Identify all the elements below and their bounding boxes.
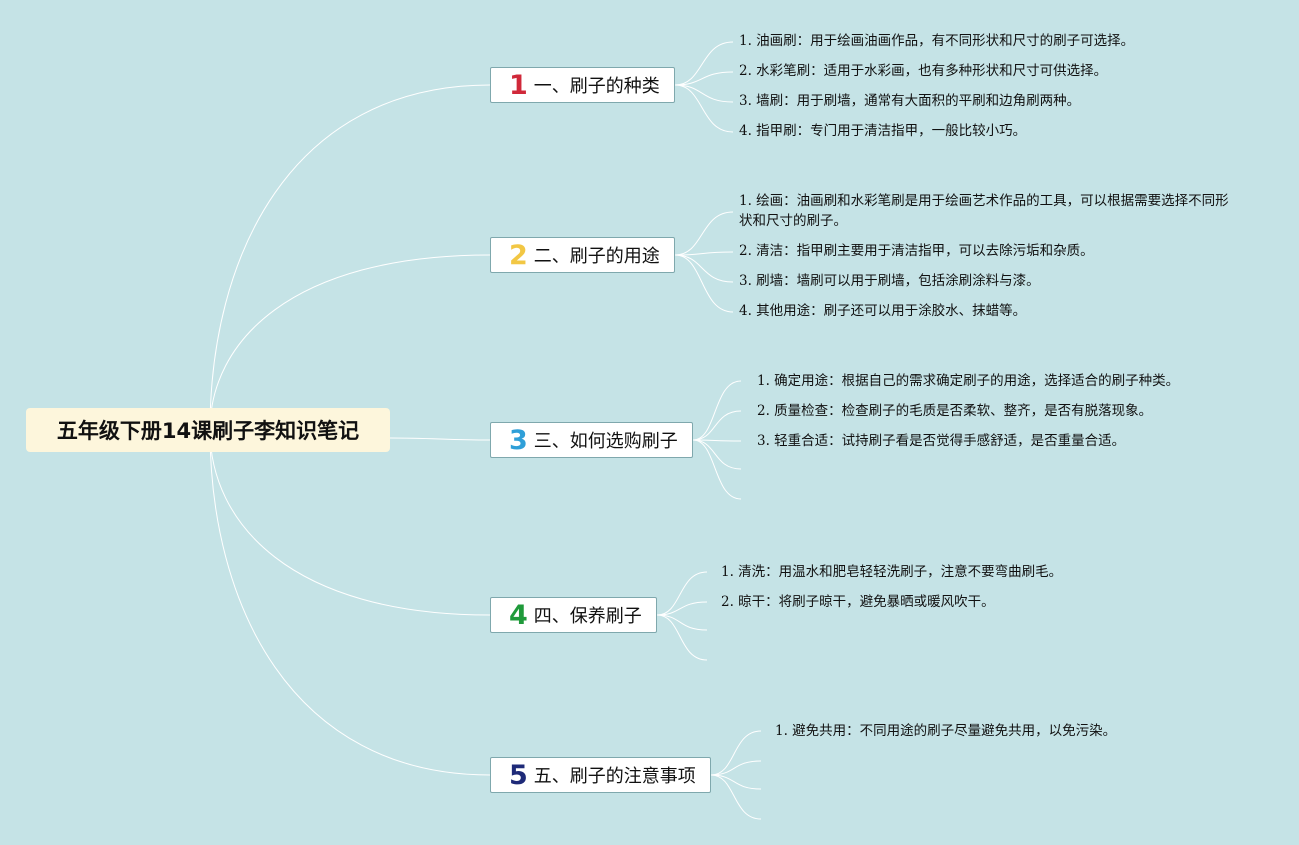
- connector-line: [692, 439, 742, 500]
- connector-line: [710, 774, 762, 790]
- connector-line: [692, 439, 742, 470]
- branch-title: 五、刷子的注意事项: [533, 766, 696, 787]
- connector-line: [674, 251, 734, 256]
- connector-line: [656, 614, 708, 631]
- connector-line: [692, 380, 742, 441]
- connector-line: [674, 41, 734, 86]
- branch-node-uses[interactable]: 2 二、刷子的用途: [490, 237, 675, 273]
- connector-line: [674, 254, 734, 283]
- number-four-icon: 4: [509, 599, 528, 631]
- number-two-icon: 2: [509, 239, 528, 271]
- branch-node-buying[interactable]: 3 三、如何选购刷子: [490, 422, 693, 458]
- branch-node-precautions[interactable]: 5 五、刷子的注意事项: [490, 757, 711, 793]
- branch-title: 三、如何选购刷子: [533, 431, 678, 452]
- connector-line: [209, 84, 491, 431]
- connector-line: [710, 774, 762, 820]
- connector-line: [389, 437, 491, 441]
- leaf-item[interactable]: 3. 刷墙：墙刷可以用于刷墙，包括涂刷涂料与漆。: [739, 273, 1040, 289]
- leaf-item[interactable]: 1. 清洗：用温水和肥皂轻轻洗刷子，注意不要弯曲刷毛。: [721, 564, 1063, 580]
- leaf-item[interactable]: 4. 其他用途：刷子还可以用于涂胶水、抹蜡等。: [739, 303, 1027, 319]
- branch-title: 一、刷子的种类: [533, 76, 660, 97]
- leaf-item[interactable]: 2. 水彩笔刷：适用于水彩画，也有多种形状和尺寸可供选择。: [739, 63, 1108, 79]
- connector-line: [674, 84, 734, 133]
- connector-line: [656, 614, 708, 661]
- connector-line: [674, 71, 734, 86]
- connector-line: [209, 429, 491, 776]
- branch-title: 四、保养刷子: [533, 606, 642, 627]
- leaf-item[interactable]: 1. 避免共用：不同用途的刷子尽量避免共用，以免污染。: [775, 723, 1117, 739]
- connector-line: [692, 410, 742, 441]
- branch-title: 二、刷子的用途: [533, 246, 660, 267]
- leaf-item[interactable]: 4. 指甲刷：专门用于清洁指甲，一般比较小巧。: [739, 123, 1027, 139]
- connector-line: [656, 601, 708, 616]
- connector-line: [674, 84, 734, 103]
- connector-line: [209, 429, 491, 616]
- connector-line: [710, 760, 762, 776]
- connector-line: [656, 571, 708, 616]
- leaf-item[interactable]: 2. 质量检查：检查刷子的毛质是否柔软、整齐，是否有脱落现象。: [757, 403, 1153, 419]
- leaf-item[interactable]: 3. 墙刷：用于刷墙，通常有大面积的平刷和边角刷两种。: [739, 93, 1081, 109]
- leaf-item[interactable]: 2. 清洁：指甲刷主要用于清洁指甲，可以去除污垢和杂质。: [739, 243, 1094, 259]
- leaf-item[interactable]: 1. 油画刷：用于绘画油画作品，有不同形状和尺寸的刷子可选择。: [739, 33, 1135, 49]
- number-three-icon: 3: [509, 424, 528, 456]
- leaf-item[interactable]: 2. 晾干：将刷子晾干，避免暴晒或暖风吹干。: [721, 594, 995, 610]
- connector-line: [710, 730, 762, 776]
- branch-node-maintenance[interactable]: 4 四、保养刷子: [490, 597, 657, 633]
- connector-line: [674, 254, 734, 313]
- number-five-icon: 5: [509, 759, 528, 791]
- branch-node-types[interactable]: 1 一、刷子的种类: [490, 67, 675, 103]
- leaf-item[interactable]: 3. 轻重合适：试持刷子看是否觉得手感舒适，是否重量合适。: [757, 433, 1126, 449]
- connector-line: [209, 254, 491, 431]
- connector-line: [674, 211, 734, 256]
- root-title: 五年级下册14课刷子李知识笔记: [56, 419, 360, 443]
- number-one-icon: 1: [509, 69, 528, 101]
- leaf-item[interactable]: 1. 绘画：油画刷和水彩笔刷是用于绘画艺术作品的工具，可以根据需要选择不同形状和…: [739, 193, 1229, 229]
- leaf-item[interactable]: 1. 确定用途：根据自己的需求确定刷子的用途，选择适合的刷子种类。: [757, 373, 1180, 389]
- root-node[interactable]: 五年级下册14课刷子李知识笔记: [26, 408, 390, 452]
